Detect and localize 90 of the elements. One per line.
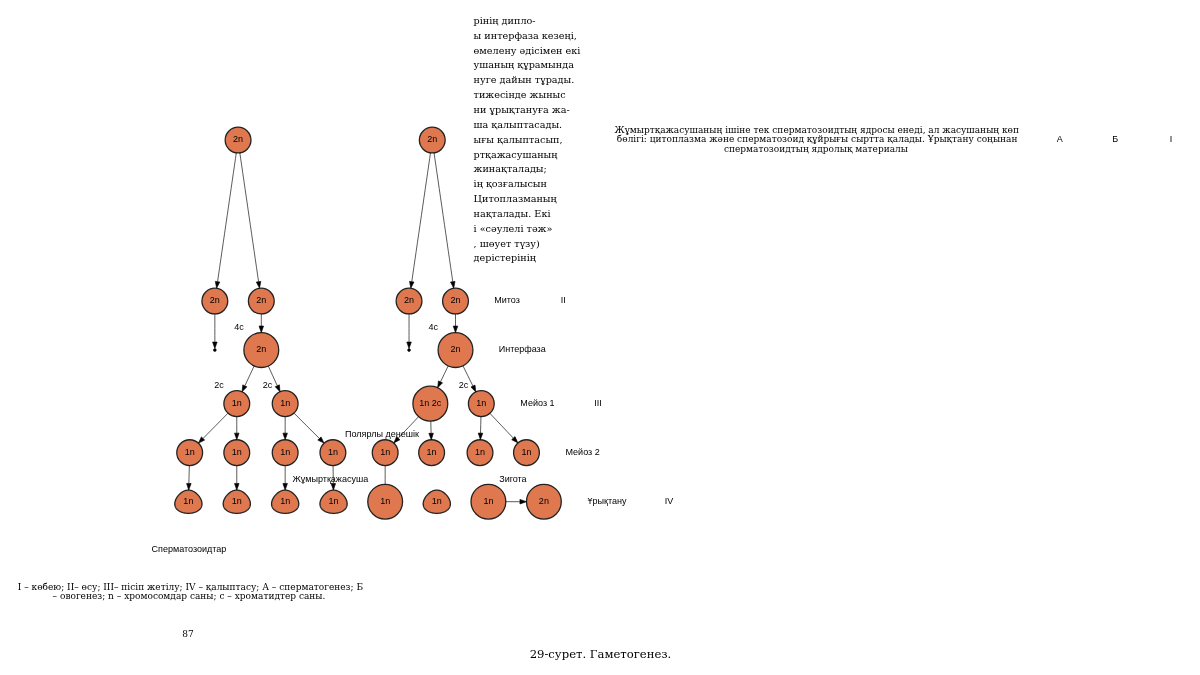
node-label: 2c (213, 380, 224, 391)
node-circle: 1n (371, 439, 399, 467)
arrow (241, 365, 254, 392)
arrow (282, 465, 288, 491)
label: тижесінде жыныс (473, 89, 566, 101)
node-circle: 1n (512, 439, 540, 467)
label: нақталады. Екі (473, 207, 551, 219)
label: өмелену әдісімен екі (473, 44, 580, 56)
label: нуге дайын тұрады. (473, 74, 574, 86)
label: I – көбею; II– өсу; III– пісіп жетілу; IV – қалыптасу; А – сперматогенез; Б – овогенез; n – хромосомдар саны; c – хроматидтер саны. (17, 581, 363, 602)
arrow (408, 152, 431, 289)
label: I (1169, 134, 1172, 145)
label: ығы қалыптасып, (473, 133, 563, 145)
label: ни ұрықтануға жа- (473, 103, 570, 115)
arrow (433, 152, 455, 289)
caption: 29-сурет. Гаметогенез. (529, 647, 671, 662)
node-circle: 2n (525, 483, 562, 520)
connector (384, 465, 385, 485)
arrow (239, 152, 261, 289)
arrow (185, 465, 191, 491)
arrow (214, 152, 237, 289)
arrow (505, 499, 527, 505)
node-circle: 1n (417, 439, 445, 467)
node-circle: 2n (224, 126, 252, 154)
node-label: Зигота (498, 473, 527, 484)
node-label: 2c (262, 380, 272, 391)
arrow (293, 412, 324, 444)
arrow (233, 416, 239, 440)
label: Мейоз 2 (565, 447, 600, 458)
arrow (405, 313, 412, 349)
node-circle: 2n (418, 126, 446, 154)
label: ртқажасушаның (473, 148, 557, 160)
label: Интерфаза (498, 344, 546, 355)
label: жинақталады; (473, 163, 547, 175)
arrow (489, 413, 518, 444)
node-label: 2c (458, 380, 468, 391)
node-circle: 1n (465, 439, 494, 467)
arrow (330, 465, 336, 491)
node-circle: 2n (441, 287, 469, 315)
node-circle: 1n 2c (411, 385, 448, 422)
arrow (211, 313, 217, 349)
label: А (1056, 134, 1063, 145)
arrow (428, 420, 434, 441)
label: 87 (181, 628, 194, 639)
arrow (197, 412, 228, 444)
arrow (258, 313, 264, 333)
label: Сперматозоидтар (151, 543, 226, 554)
label: Б (1111, 134, 1118, 145)
arrow (393, 416, 419, 444)
label: ушаның құрамында (473, 59, 574, 71)
node-circle: 2n (242, 332, 279, 369)
node-circle: 2n (247, 287, 275, 315)
node-label: 4c (427, 322, 438, 333)
label: II (560, 295, 566, 306)
node-circle: 1n (222, 390, 250, 418)
arrow (477, 416, 483, 440)
node-circle: 1n (318, 439, 346, 467)
node-circle: 1n (175, 439, 203, 467)
node-circle: 2n (395, 287, 423, 315)
node-circle: 2n (200, 287, 228, 315)
label: дерістерінің (473, 252, 536, 264)
node-label: Жұмыртқажасуша (291, 473, 368, 484)
node-label: Полярлы денешік (344, 429, 419, 440)
label: III (593, 398, 602, 409)
label: ы интерфаза кезеңі, (473, 29, 577, 41)
arrow (452, 313, 458, 333)
arrow (462, 365, 476, 393)
label: ша қалыптасады. (473, 118, 562, 130)
arrow (233, 465, 239, 491)
node-circle: 2n (436, 332, 474, 369)
label: ің қозғалысын (473, 178, 547, 190)
label: Жұмыртқажасушаның ішіне тек сперматозоидтың ядросы енеді, ал жасушаның көп бөлігі: цитоплазма және сперматозоид құйрығы сыртта қалады. Ұрықтану соңынан сперматозоидтың ядролық материалы (614, 124, 1019, 155)
label: Цитоплазманың (473, 193, 557, 205)
node-circle: 1n (222, 439, 250, 467)
arrow (267, 365, 280, 392)
node-circle: 1n (366, 483, 403, 520)
node-circle: 1n (271, 439, 299, 467)
label: і «сәулелі тәж» (473, 222, 552, 234)
label: Ұрықтану (586, 496, 626, 507)
node-label: 4c (233, 322, 244, 333)
label: IV (664, 496, 673, 507)
node-circle: 1n (271, 390, 299, 418)
label: , шөует түзу) (473, 237, 540, 249)
label: рінің дипло- (473, 14, 536, 26)
label: Митоз (493, 295, 520, 306)
arrow (282, 416, 288, 440)
arrow (436, 365, 448, 389)
node-circle: 1n (469, 483, 506, 520)
label: Мейоз 1 (519, 398, 555, 409)
node-circle: 1n (467, 390, 495, 418)
